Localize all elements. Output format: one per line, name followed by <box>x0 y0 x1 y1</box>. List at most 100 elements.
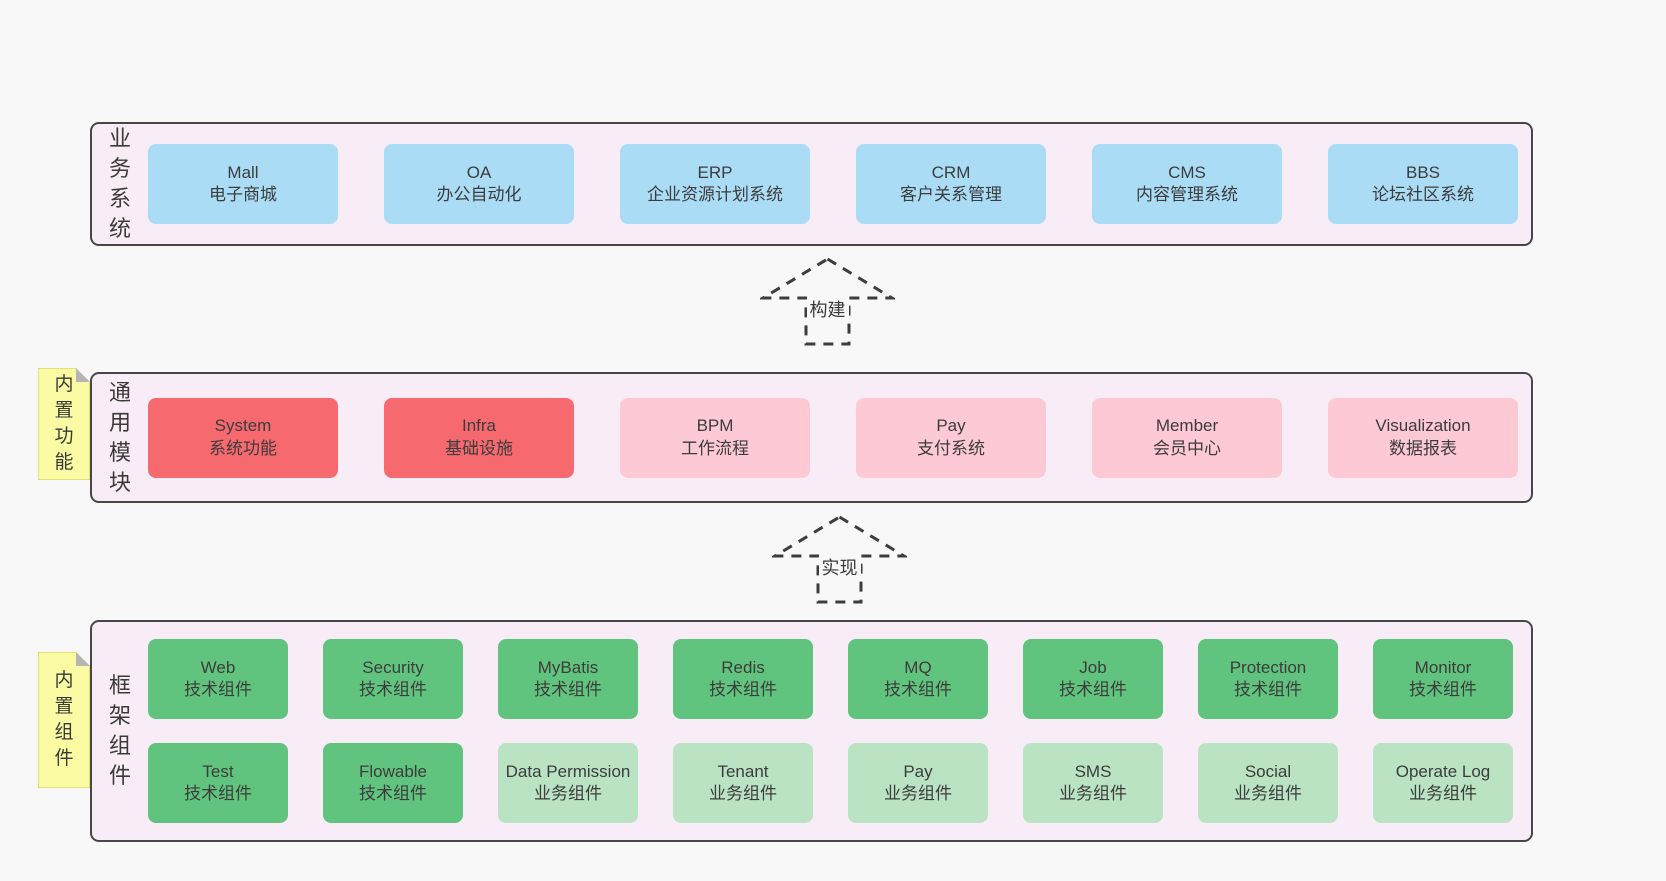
box-subtitle: 客户关系管理 <box>900 185 1002 204</box>
diagram-box-crm: CRM 客户关系管理 <box>856 144 1046 224</box>
box-subtitle: 技术组件 <box>359 680 427 699</box>
diagram-box-tenant: Tenant 业务组件 <box>673 743 813 823</box>
vertical-char: 内 <box>54 670 74 691</box>
box-subtitle: 技术组件 <box>184 784 252 803</box>
box-subtitle: 业务组件 <box>709 784 777 803</box>
up-arrow-icon <box>772 515 907 604</box>
box-title: Member <box>1155 416 1219 436</box>
box-title: Security <box>362 657 424 677</box>
box-title: Infra <box>461 416 497 436</box>
vertical-char: 件 <box>54 748 74 769</box>
vertical-char: 件 <box>108 763 131 788</box>
box-title: Test <box>202 761 234 781</box>
box-title: CRM <box>931 162 971 182</box>
box-subtitle: 论坛社区系统 <box>1372 185 1474 204</box>
vertical-char: 置 <box>54 696 74 717</box>
box-subtitle: 业务组件 <box>1234 784 1302 803</box>
box-subtitle: 技术组件 <box>359 784 427 803</box>
diagram-box-social: Social 业务组件 <box>1198 743 1338 823</box>
box-title: CMS <box>1168 162 1206 182</box>
box-title: Redis <box>721 657 765 677</box>
vertical-char: 内 <box>54 374 74 395</box>
box-subtitle: 技术组件 <box>534 680 602 699</box>
box-title: Job <box>1079 657 1107 677</box>
box-title: Web <box>200 657 236 677</box>
box-subtitle: 工作流程 <box>681 438 749 458</box>
diagram-box-mall: Mall 电子商城 <box>148 144 338 224</box>
box-subtitle: 技术组件 <box>184 680 252 699</box>
box-title: BPM <box>696 416 734 436</box>
box-row: Mall 电子商城 OA 办公自动化 ERP 企业资源计划系统 CRM 客户关系管理 CMS 内容… <box>148 144 1531 224</box>
box-title: Pay <box>903 761 933 781</box>
box-title: Operate Log <box>1395 761 1491 781</box>
box-subtitle: 技术组件 <box>1234 680 1302 699</box>
box-title: OA <box>466 162 492 182</box>
box-subtitle: 业务组件 <box>884 784 952 803</box>
box-title: ERP <box>697 162 733 182</box>
box-subtitle: 支付系统 <box>917 438 985 458</box>
vertical-char: 通 <box>108 379 131 405</box>
vertical-char: 块 <box>108 469 131 495</box>
layer-title-vertical: 通用模块 <box>92 374 148 501</box>
vertical-char: 功 <box>54 426 74 447</box>
box-title: Social <box>1244 761 1292 781</box>
vertical-char: 用 <box>108 409 131 435</box>
diagram-box-erp: ERP 企业资源计划系统 <box>620 144 810 224</box>
diagram-box-flowable: Flowable 技术组件 <box>323 743 463 823</box>
box-subtitle: 系统功能 <box>209 438 277 458</box>
diagram-box-job: Job 技术组件 <box>1023 639 1163 719</box>
up-arrow-icon <box>760 257 895 346</box>
box-title: Visualization <box>1375 416 1471 436</box>
box-title: Protection <box>1229 657 1307 677</box>
box-title: Tenant <box>717 761 769 781</box>
box-title: MQ <box>904 657 932 677</box>
vertical-char: 置 <box>54 400 74 421</box>
vertical-char: 组 <box>108 733 131 758</box>
box-subtitle: 基础设施 <box>445 438 513 458</box>
box-title: Data Permission <box>505 761 631 781</box>
diagram-box-protection: Protection 技术组件 <box>1198 639 1338 719</box>
note-fold-icon <box>76 652 90 666</box>
layer-box-rows: Mall 电子商城 OA 办公自动化 ERP 企业资源计划系统 CRM 客户关系管理 CMS 内容… <box>148 124 1531 244</box>
box-title: Mall <box>227 162 259 182</box>
diagram-box-mq: MQ 技术组件 <box>848 639 988 719</box>
diagram-box-cms: CMS 内容管理系统 <box>1092 144 1282 224</box>
box-subtitle: 电子商城 <box>209 185 277 204</box>
note-fold-icon <box>76 368 90 382</box>
box-subtitle: 技术组件 <box>884 680 952 699</box>
box-subtitle: 办公自动化 <box>436 185 522 204</box>
arrow-label: 构建 <box>806 295 849 323</box>
sticky-note-text: 内置组件 <box>39 653 89 787</box>
box-subtitle: 技术组件 <box>1059 680 1127 699</box>
box-subtitle: 企业资源计划系统 <box>647 185 783 204</box>
dashed-up-arrow-implement: 实现 <box>772 515 907 605</box>
box-subtitle: 内容管理系统 <box>1136 185 1238 204</box>
vertical-char: 务 <box>108 156 131 181</box>
sticky-note-builtin-functions: 内置功能 <box>38 368 90 480</box>
box-title: Flowable <box>358 761 428 781</box>
sticky-note-builtin-components: 内置组件 <box>38 652 90 788</box>
vertical-char: 业 <box>108 126 131 151</box>
box-subtitle: 业务组件 <box>1059 784 1127 803</box>
box-title: Pay <box>936 416 966 436</box>
box-subtitle: 会员中心 <box>1153 438 1221 458</box>
diagram-box-pay: Pay 业务组件 <box>848 743 988 823</box>
